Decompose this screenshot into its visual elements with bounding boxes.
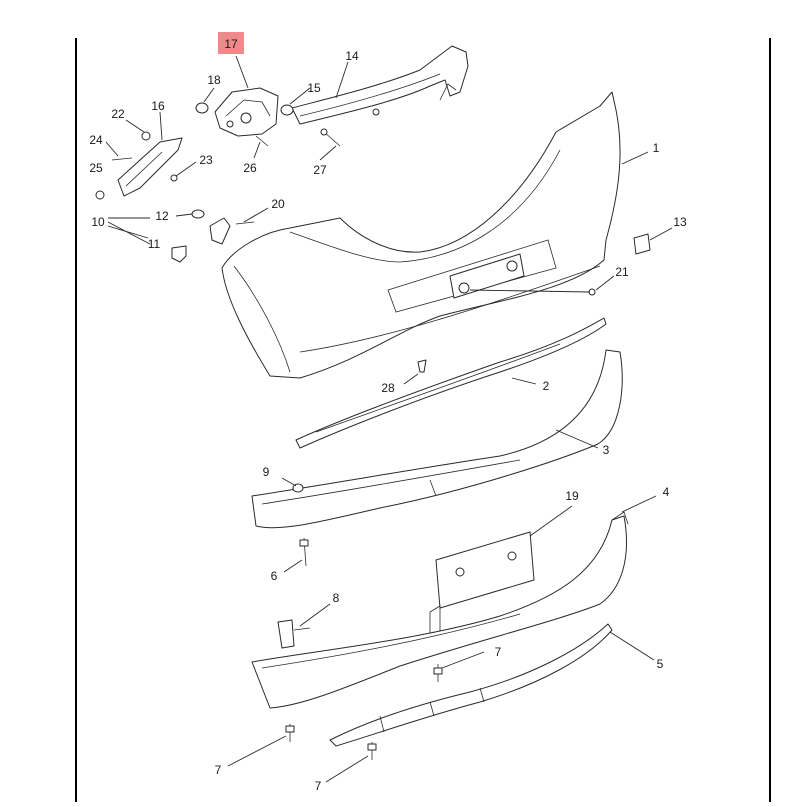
callout-7-upper[interactable]: 7 — [495, 645, 502, 659]
part-17-bracket[interactable] — [214, 87, 279, 137]
callout-21[interactable]: 21 — [615, 265, 629, 279]
part-23-screw[interactable] — [170, 174, 178, 182]
callout-15[interactable]: 15 — [307, 81, 321, 95]
callout-22[interactable]: 22 — [111, 107, 125, 121]
part-1-bumper-fascia[interactable] — [221, 91, 621, 379]
part-16-side-bracket[interactable] — [117, 137, 183, 197]
callout-24[interactable]: 24 — [89, 133, 103, 147]
callout-25[interactable]: 25 — [89, 161, 103, 175]
callout-2[interactable]: 2 — [543, 379, 550, 393]
callout-20[interactable]: 20 — [271, 197, 285, 211]
part-7-push-pin-c[interactable] — [367, 742, 377, 760]
leader-lines — [105, 55, 673, 783]
callout-17-highlight — [218, 32, 244, 54]
callout-11[interactable]: 11 — [148, 237, 161, 251]
callout-27[interactable]: 27 — [313, 163, 327, 177]
part-19-license-bracket[interactable] — [429, 531, 535, 637]
part-24-screw[interactable] — [111, 157, 133, 161]
part-8-bracket[interactable] — [277, 619, 311, 649]
part-3-diffuser[interactable] — [251, 349, 623, 529]
part-26-screw[interactable] — [255, 135, 269, 147]
part-2-lower-trim[interactable] — [295, 317, 607, 449]
part-11-clip[interactable] — [171, 245, 187, 263]
part-25-nut[interactable] — [95, 190, 105, 200]
callout-14[interactable]: 14 — [345, 49, 359, 63]
part-7-push-pin-b[interactable] — [285, 724, 295, 742]
callout-7-left[interactable]: 7 — [215, 763, 222, 777]
callout-19[interactable]: 19 — [565, 489, 579, 503]
callout-10[interactable]: 10 — [91, 215, 105, 229]
callout-23[interactable]: 23 — [199, 153, 213, 167]
part-28-clip[interactable] — [417, 359, 427, 373]
callout-1[interactable]: 1 — [653, 141, 660, 155]
part-6-screw[interactable] — [299, 537, 309, 567]
part-27-screw[interactable] — [323, 131, 341, 147]
callout-26[interactable]: 26 — [243, 161, 257, 175]
callout-28[interactable]: 28 — [381, 381, 395, 395]
part-20-screw[interactable] — [235, 221, 255, 225]
callout-5[interactable]: 5 — [657, 657, 664, 671]
part-10-bracket[interactable] — [209, 217, 231, 245]
callout-18[interactable]: 18 — [207, 73, 221, 87]
callout-8[interactable]: 8 — [333, 591, 340, 605]
callout-6[interactable]: 6 — [271, 569, 278, 583]
part-14-upper-bracket[interactable] — [291, 45, 469, 125]
part-18-grommet[interactable] — [195, 102, 209, 114]
part-5-lower-spoiler[interactable] — [329, 623, 613, 747]
callout-7-lower[interactable]: 7 — [315, 779, 322, 793]
part-12-clip[interactable] — [191, 209, 205, 219]
part-15-grommet[interactable] — [280, 104, 294, 116]
part-13-cover[interactable] — [633, 233, 651, 255]
callout-12[interactable]: 12 — [155, 209, 169, 223]
part-7-push-pin-a[interactable] — [433, 664, 443, 682]
part-4-lower-valance[interactable] — [251, 511, 629, 709]
callout-16[interactable]: 16 — [151, 99, 165, 113]
callout-13[interactable]: 13 — [673, 215, 687, 229]
callout-4[interactable]: 4 — [663, 485, 670, 499]
part-22-nut[interactable] — [141, 131, 151, 141]
callout-17[interactable]: 17 — [224, 37, 238, 51]
callout-3[interactable]: 3 — [603, 443, 610, 457]
callout-9[interactable]: 9 — [263, 465, 270, 479]
